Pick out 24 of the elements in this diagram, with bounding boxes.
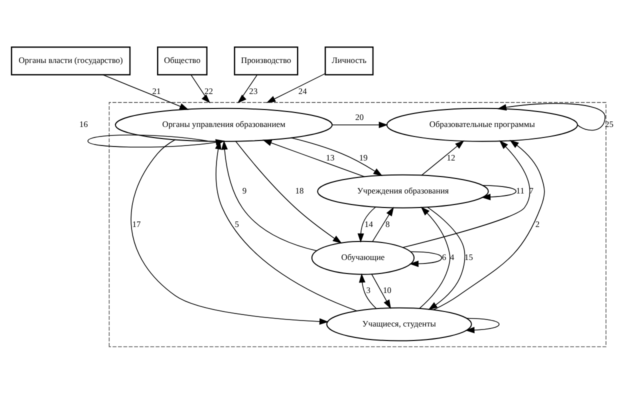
edge-label: 8	[385, 218, 390, 229]
edge-label: 15	[464, 252, 473, 262]
edge-label: 14	[364, 218, 373, 229]
edge-label: 25	[605, 119, 614, 130]
edge-label: 12	[446, 152, 456, 162]
edge-label: 9	[242, 186, 247, 196]
edge-label: 16	[79, 119, 88, 130]
edge-label: 11	[516, 186, 524, 196]
edge-label: 2	[535, 218, 540, 229]
edge-label: 18	[295, 186, 304, 196]
edge-label: 4	[450, 252, 454, 262]
edge-label: 23	[249, 86, 258, 96]
edge-label: 13	[326, 152, 335, 162]
edge-label: 20	[355, 112, 364, 122]
edge-label: 24	[298, 86, 307, 96]
edge-label: 5	[234, 218, 239, 229]
edge-label: 19	[359, 152, 368, 162]
edge-label: 10	[382, 285, 392, 296]
edge-label: 22	[204, 86, 213, 96]
edge-label: 3	[366, 285, 370, 296]
edge-label: 17	[132, 218, 141, 229]
edge-label: 21	[152, 86, 161, 96]
edge-label: 6	[442, 252, 446, 262]
edge-label: 7	[529, 186, 534, 196]
